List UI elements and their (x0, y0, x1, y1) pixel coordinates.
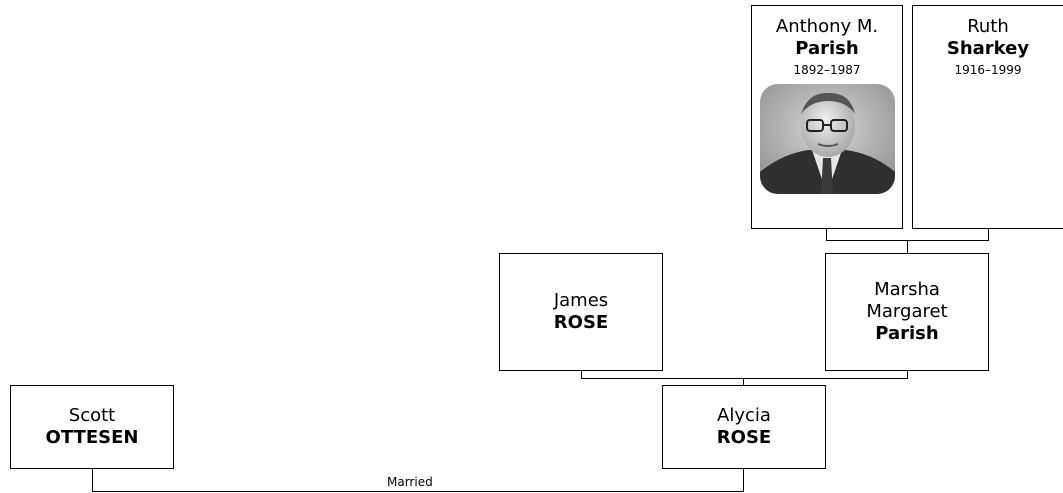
connector-line (743, 468, 744, 492)
connector-line (581, 370, 582, 379)
surname: OTTESEN (45, 427, 139, 448)
surname: Parish (875, 323, 939, 344)
middle-name: Margaret (866, 301, 948, 322)
person-card-james-rose[interactable]: James ROSE (499, 253, 663, 371)
person-card-ruth-sharkey[interactable]: Ruth Sharkey 1916–1999 (912, 5, 1063, 229)
life-dates: 1892–1987 (793, 63, 861, 77)
person-card-alycia-rose[interactable]: Alycia ROSE (662, 385, 826, 469)
surname: Sharkey (946, 38, 1030, 59)
person-card-anthony-parish[interactable]: Anthony M. Parish 1892–1987 (751, 5, 903, 229)
surname: Parish (795, 38, 859, 59)
connector-line (907, 370, 908, 379)
connector-line (92, 468, 93, 492)
married-label: Married (387, 475, 433, 489)
given-name: Marsha (874, 279, 940, 300)
connector-line (92, 491, 744, 492)
given-name: Alycia (717, 405, 771, 426)
given-name: James (553, 290, 609, 311)
surname: ROSE (553, 312, 609, 333)
person-card-marsha-parish[interactable]: Marsha Margaret Parish (825, 253, 989, 371)
connector-line (826, 228, 827, 241)
given-name: Ruth (967, 16, 1009, 37)
given-name: Anthony M. (775, 16, 879, 37)
surname: ROSE (716, 427, 772, 448)
life-dates: 1916–1999 (954, 63, 1022, 77)
connector-line (743, 378, 744, 386)
connector-line (907, 240, 908, 254)
connector-line (988, 228, 989, 241)
given-name: Scott (68, 405, 116, 426)
connector-line (581, 378, 908, 379)
person-card-scott-ottesen[interactable]: Scott OTTESEN (10, 385, 174, 469)
portrait-photo (759, 84, 895, 194)
